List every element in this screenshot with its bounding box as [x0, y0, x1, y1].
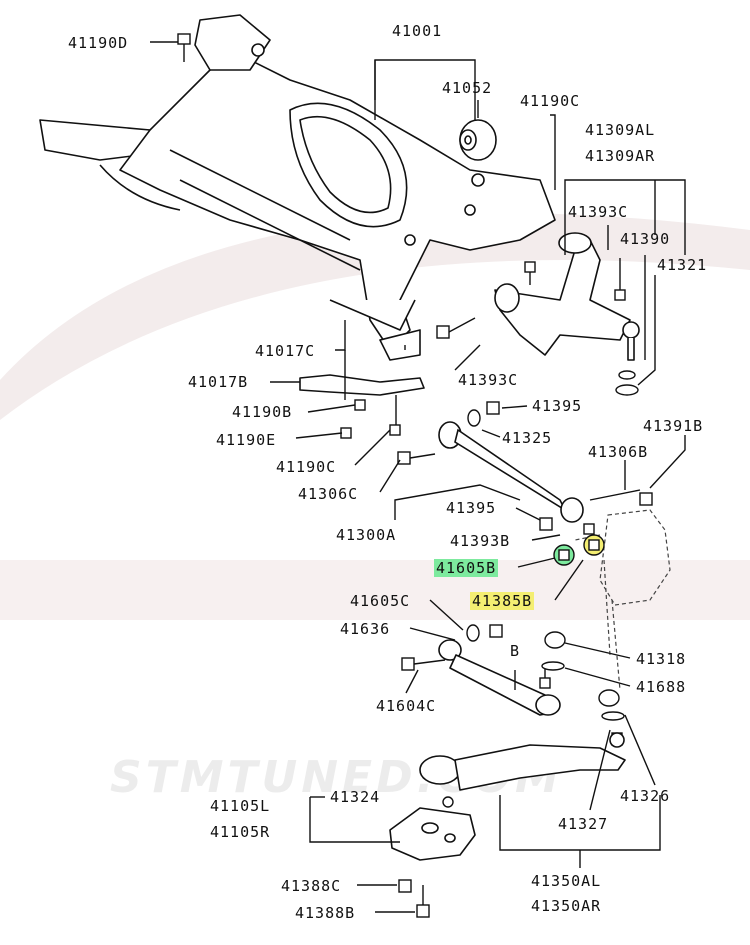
part-label: 41309AL [585, 121, 656, 139]
background-swoosh [0, 213, 750, 420]
bracket-41017 [299, 374, 425, 396]
part-label: 41190D [68, 34, 129, 52]
part-label: 41190C [520, 92, 581, 110]
callout-lines [150, 41, 686, 913]
part-label: 41324 [330, 788, 381, 806]
part-label: 41350AL [531, 872, 602, 890]
part-label: 41393C [458, 371, 519, 389]
part-label: 41688 [636, 678, 687, 696]
part-label: 41309AR [585, 147, 656, 165]
part-label: B [510, 642, 521, 660]
part-label: 41017C [255, 342, 316, 360]
bushing-41052 [459, 119, 497, 161]
part-label: 41385B [470, 592, 535, 610]
highlighted-part-label: 41605B [434, 559, 499, 577]
highlighted-part-label: 41385B [470, 592, 535, 610]
part-label: 41105L [210, 797, 271, 815]
part-label: 41388C [281, 877, 342, 895]
part-label: 41393B [450, 532, 511, 550]
part-label: 41388B [295, 904, 356, 922]
lateral-link [438, 421, 584, 523]
part-label: 41325 [502, 429, 553, 447]
part-label: 41395 [532, 397, 583, 415]
part-label: 41017B [188, 373, 249, 391]
highlighted-nuts [553, 534, 605, 566]
part-label: 41350AR [531, 897, 602, 915]
part-label: 41321 [657, 256, 708, 274]
part-label: 41604C [376, 697, 437, 715]
part-label: 41306B [588, 443, 649, 461]
part-label: 41605C [350, 592, 411, 610]
part-label: 41391B [643, 417, 704, 435]
part-label: 41105R [210, 823, 271, 841]
part-label: 41052 [442, 79, 493, 97]
part-label: 41306C [298, 485, 359, 503]
part-label: 41318 [636, 650, 687, 668]
part-label: 41636 [340, 620, 391, 638]
upper-arm [494, 232, 640, 361]
part-label: 41390 [620, 230, 671, 248]
part-label: 41190C [276, 458, 337, 476]
background-swoosh [0, 560, 750, 620]
part-label: 41393C [568, 203, 629, 221]
lower-control-arm [419, 732, 626, 791]
part-label: 41190E [216, 431, 277, 449]
part-label: 41395 [446, 499, 497, 517]
part-label: 41190B [232, 403, 293, 421]
lower-link-b [438, 639, 561, 716]
part-label: 41001 [392, 22, 443, 40]
part-label: 41327 [558, 815, 609, 833]
knuckle [574, 509, 671, 691]
bracket-41105 [389, 807, 476, 861]
crossmember [39, 14, 556, 361]
part-label: 41326 [620, 787, 671, 805]
rings [541, 370, 639, 721]
part-label: 41605B [434, 559, 499, 577]
part-label: 41300A [336, 526, 397, 544]
